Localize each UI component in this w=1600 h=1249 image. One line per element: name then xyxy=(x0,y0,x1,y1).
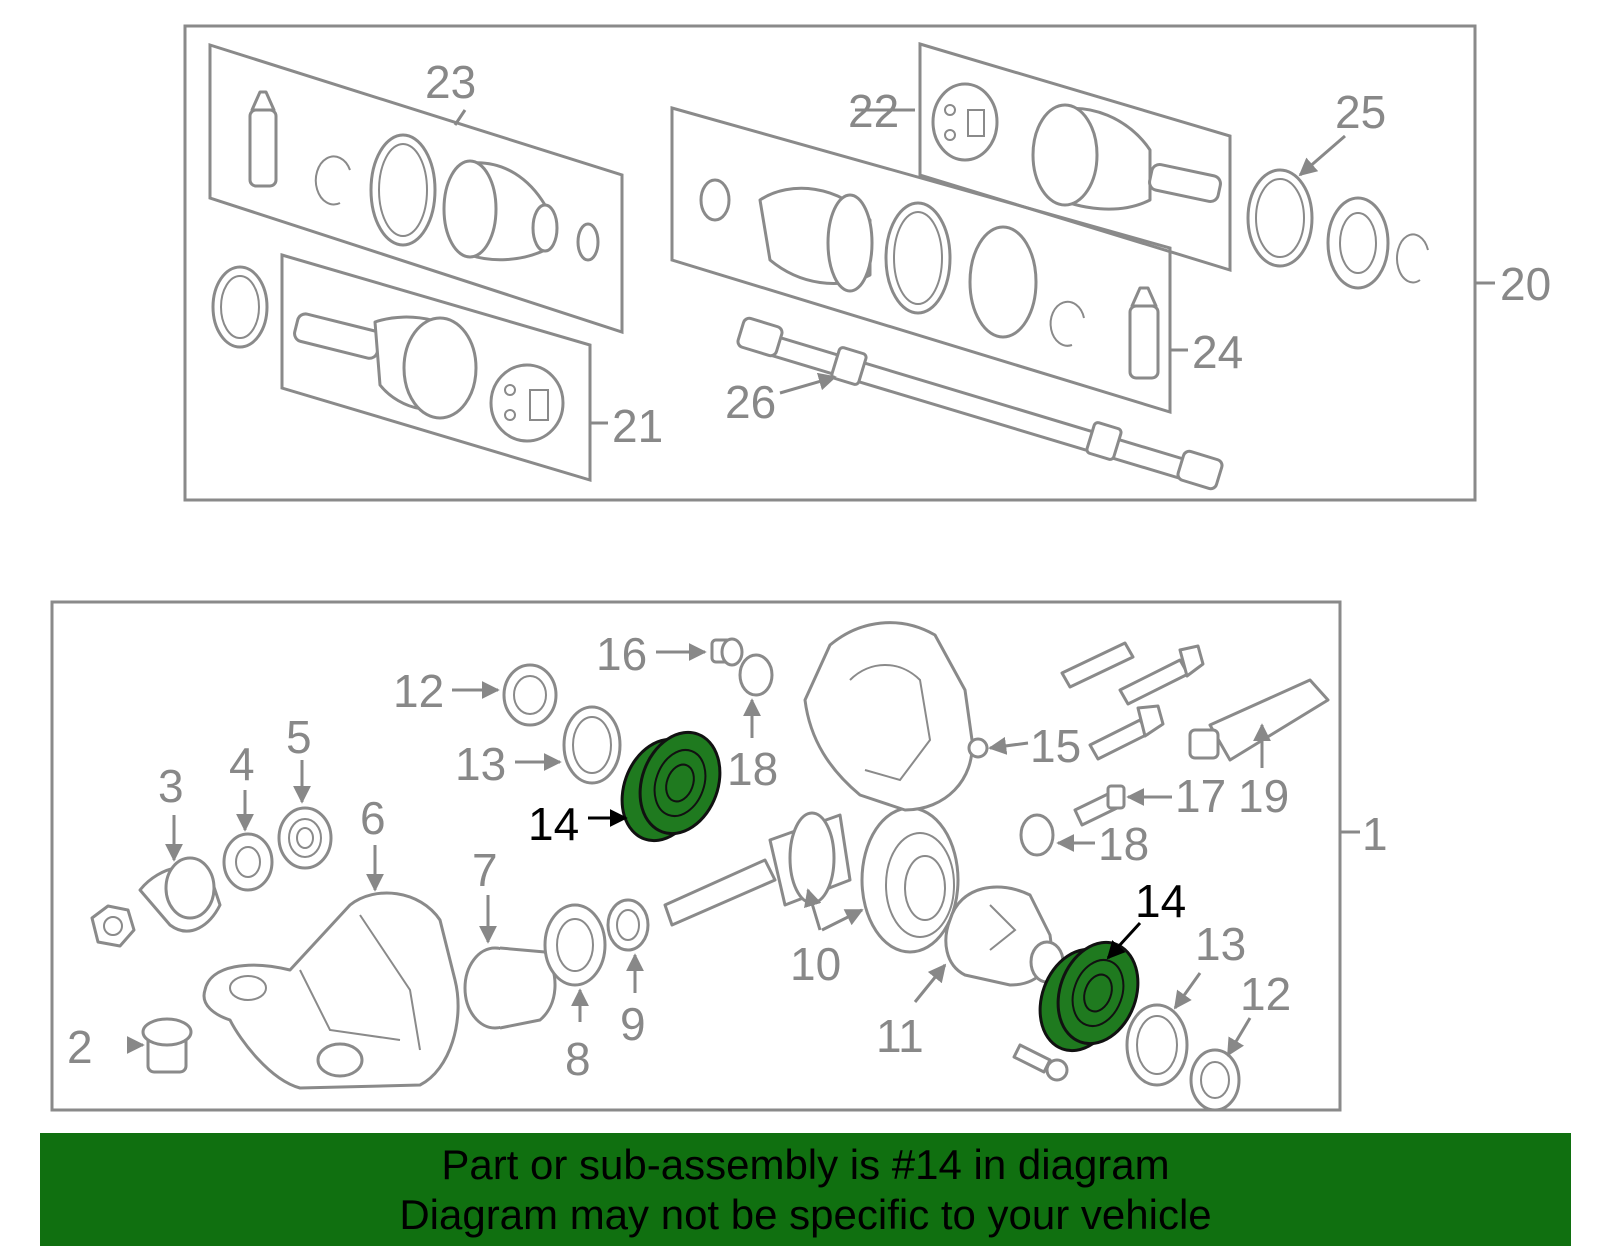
callout-19: 19 xyxy=(1238,770,1289,822)
callout-22: 22 xyxy=(848,85,899,137)
drain-plug-icon xyxy=(710,637,744,667)
outer-cv-joint-icon xyxy=(293,312,478,420)
seal-ring-icon xyxy=(968,225,1038,339)
inner-cv-joint-icon xyxy=(1031,103,1222,211)
companion-flange-icon xyxy=(138,856,222,933)
axle-shaft-frame xyxy=(183,24,1477,502)
callout-18-upper: 18 xyxy=(727,743,778,795)
callout-14-upper: 14 xyxy=(528,798,579,850)
bolt-upper-icon xyxy=(1118,644,1205,706)
callout-23: 23 xyxy=(425,56,476,108)
callout-8: 8 xyxy=(565,1033,591,1085)
banner-line-2: Diagram may not be specific to your vehi… xyxy=(399,1190,1212,1238)
o-ring-lower-icon xyxy=(1019,813,1055,857)
small-band-icon xyxy=(576,222,600,262)
differential-frame xyxy=(50,600,1342,1112)
dowel-pin-icon xyxy=(1060,641,1135,689)
differential-cover-icon xyxy=(803,621,989,812)
callout-1: 1 xyxy=(1362,808,1388,860)
boot-band-2-icon xyxy=(884,201,952,315)
callout-7: 7 xyxy=(472,844,498,896)
pinion-gear-icon xyxy=(663,811,852,927)
nut-icon xyxy=(90,904,136,948)
cv-boot-icon xyxy=(442,159,559,262)
differential-case-icon xyxy=(944,885,1065,987)
callout-21: 21 xyxy=(612,400,663,452)
callout-24: 24 xyxy=(1192,326,1243,378)
callout-13-upper: 13 xyxy=(455,738,506,790)
bushing-icon xyxy=(141,1017,193,1074)
differential-group: 2 3 4 5 6 7 8 9 10 11 12 12 13 13 14 14 xyxy=(50,600,1388,1112)
joint-cage-icon xyxy=(489,363,565,443)
callout-25: 25 xyxy=(1335,86,1386,138)
grease-tube-icon xyxy=(248,90,278,188)
grease-tube-2-icon xyxy=(1128,286,1160,380)
sealant-tube-icon xyxy=(1188,678,1330,762)
carrier-housing-icon xyxy=(202,891,460,1090)
outer-joint-box-21 xyxy=(280,252,592,483)
boot-kit-box-24 xyxy=(670,106,1172,415)
callout-11: 11 xyxy=(876,1010,924,1062)
callout-9: 9 xyxy=(620,998,646,1050)
fill-plug-icon xyxy=(1073,784,1126,827)
pinion-bearing-icon xyxy=(277,806,333,870)
ring-gear-icon xyxy=(860,806,960,954)
callout-13-lower: 13 xyxy=(1195,918,1246,970)
tripod-cage-icon xyxy=(931,82,999,162)
o-ring-upper-icon xyxy=(738,653,774,697)
callout-2: 2 xyxy=(67,1021,93,1073)
circlip-2-icon xyxy=(1049,300,1085,347)
oil-seal-icon xyxy=(1326,196,1390,290)
cv-boot-2-icon xyxy=(758,186,874,293)
banner-line-1: Part or sub-assembly is #14 in diagram xyxy=(441,1140,1170,1188)
boot-kit-box-23 xyxy=(208,42,624,335)
side-bearing-race-icon xyxy=(502,663,558,727)
collapsible-spacer-icon xyxy=(463,946,557,1030)
highlighted-bearing-upper[interactable] xyxy=(609,721,734,852)
tone-ring-icon xyxy=(1246,168,1314,268)
callout-6: 6 xyxy=(360,792,386,844)
callout-3: 3 xyxy=(158,760,184,812)
highlighted-bearing-lower[interactable] xyxy=(1027,931,1152,1062)
boot-band-icon xyxy=(369,133,437,247)
pinion-shim-icon xyxy=(606,898,650,952)
inner-joint-box-22 xyxy=(918,41,1232,273)
small-band-2-icon xyxy=(699,178,731,222)
callout-20: 20 xyxy=(1500,258,1551,310)
ring-gear-bolt-icon xyxy=(1012,1043,1069,1082)
info-banner: Part or sub-assembly is #14 in diagram D… xyxy=(40,1133,1571,1246)
callout-18-lower: 18 xyxy=(1098,818,1149,870)
side-bearing-race-lower-icon xyxy=(1189,1048,1241,1112)
rear-pinion-bearing-icon xyxy=(543,903,607,987)
callout-4: 4 xyxy=(229,738,255,790)
callout-15: 15 xyxy=(1030,720,1081,772)
callout-12-upper: 12 xyxy=(393,665,444,717)
callout-12-lower: 12 xyxy=(1240,968,1291,1020)
pinion-seal-icon xyxy=(222,832,274,892)
callout-26: 26 xyxy=(725,376,776,428)
callout-17: 17 xyxy=(1175,770,1226,822)
callout-10: 10 xyxy=(790,938,841,990)
snap-ring-icon xyxy=(1396,233,1429,284)
callout-16: 16 xyxy=(596,628,647,680)
bolt-middle-icon xyxy=(1088,704,1165,761)
axle-shaft-group: 23 22 25 20 24 21 26 xyxy=(183,24,1551,502)
callout-5: 5 xyxy=(286,711,312,763)
callout-14-lower: 14 xyxy=(1135,875,1186,927)
circlip-icon xyxy=(314,155,351,206)
drive-shaft-icon xyxy=(736,316,1224,491)
